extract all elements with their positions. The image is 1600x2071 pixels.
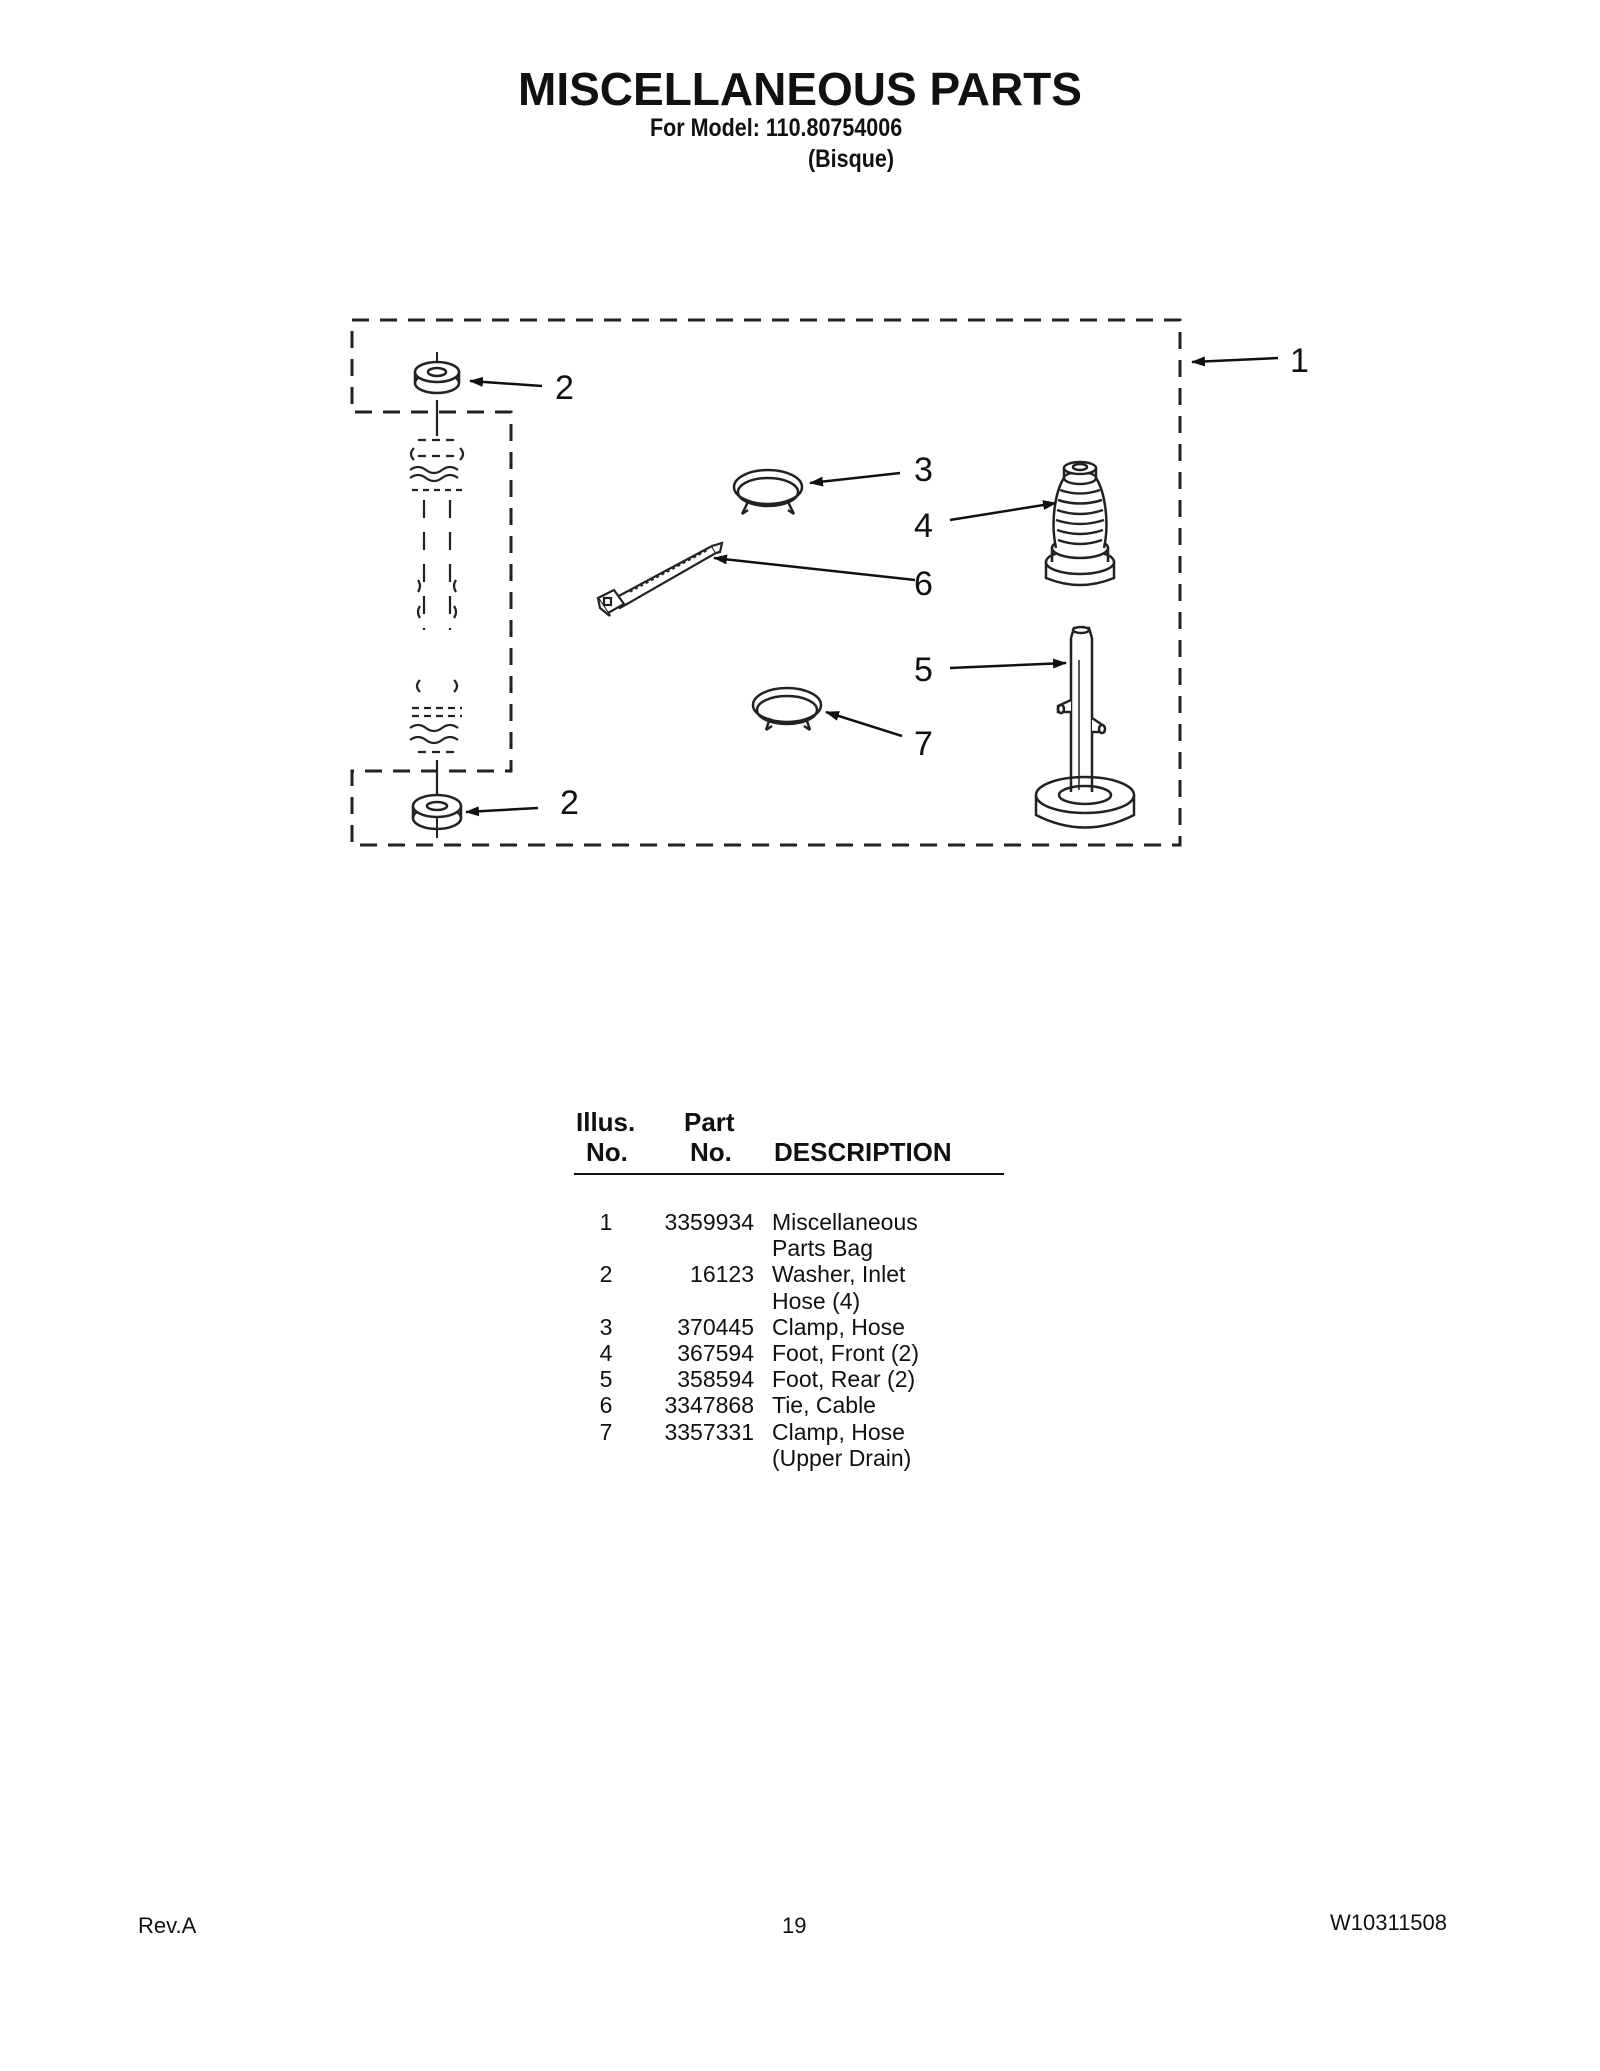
front-foot-4 <box>1044 460 1116 587</box>
description: Clamp, Hose <box>772 1418 905 1445</box>
part-no: 370445 <box>677 1313 754 1340</box>
header-illus-line1: Illus. <box>576 1107 636 1137</box>
part-no: 16123 <box>690 1261 754 1288</box>
cable-tie-6 <box>596 541 724 617</box>
hose-clamp-3 <box>732 468 804 516</box>
illus-no: 6 <box>599 1392 613 1419</box>
callout-5: 5 <box>914 651 933 689</box>
part-no: 367594 <box>677 1340 754 1366</box>
header-description: DESCRIPTION <box>774 1137 952 1167</box>
callout-7: 7 <box>914 725 933 763</box>
callout-1: 1 <box>1290 342 1309 380</box>
revision-label: Rev.A <box>138 1913 197 1938</box>
header-rule <box>574 1173 1004 1175</box>
model-number: For Model: 110.80754006 <box>650 114 903 142</box>
description: (Upper Drain) <box>772 1444 912 1471</box>
header-part-line2: No. <box>690 1137 732 1167</box>
page-number: 19 <box>782 1913 807 1938</box>
illus-no: 4 <box>599 1340 613 1366</box>
description: Parts Bag <box>772 1235 873 1262</box>
callout-2-top: 2 <box>555 369 574 407</box>
illus-no: 1 <box>599 1209 613 1235</box>
illus-no: 3 <box>599 1313 613 1340</box>
callout-2-bottom: 2 <box>560 784 579 822</box>
parts-diagram: 1 2 2 3 4 5 6 7 <box>350 318 1309 847</box>
leader-arrows <box>465 356 1279 817</box>
page-title: MISCELLANEOUS PARTS <box>518 63 1082 115</box>
model-color: (Bisque) <box>808 145 894 173</box>
description: Washer, Inlet <box>772 1261 906 1288</box>
hose-clamp-7 <box>751 686 823 732</box>
illus-no: 5 <box>599 1366 613 1393</box>
illus-no: 2 <box>599 1261 613 1288</box>
illus-no: 7 <box>599 1418 613 1445</box>
washer-bottom <box>411 793 463 838</box>
description: Foot, Front (2) <box>772 1340 919 1366</box>
washer-top <box>413 352 461 395</box>
callout-6: 6 <box>914 565 933 603</box>
rear-foot-5 <box>1034 625 1136 829</box>
part-no: 3359934 <box>664 1209 754 1235</box>
document-number: W10311508 <box>1330 1910 1448 1935</box>
part-no: 358594 <box>677 1366 754 1393</box>
part-no: 3347868 <box>664 1392 754 1419</box>
inlet-hose <box>409 400 465 794</box>
description: Hose (4) <box>772 1287 861 1314</box>
header-part-line1: Part <box>684 1107 735 1137</box>
description: Tie, Cable <box>772 1392 876 1419</box>
part-no: 3357331 <box>664 1418 754 1445</box>
header-illus-line2: No. <box>586 1137 628 1167</box>
description: Clamp, Hose <box>772 1313 905 1340</box>
callout-3: 3 <box>914 451 933 489</box>
description: Miscellaneous <box>772 1209 918 1235</box>
description: Foot, Rear (2) <box>772 1366 916 1393</box>
parts-bag-outline <box>350 318 1182 847</box>
callout-4: 4 <box>914 507 933 545</box>
